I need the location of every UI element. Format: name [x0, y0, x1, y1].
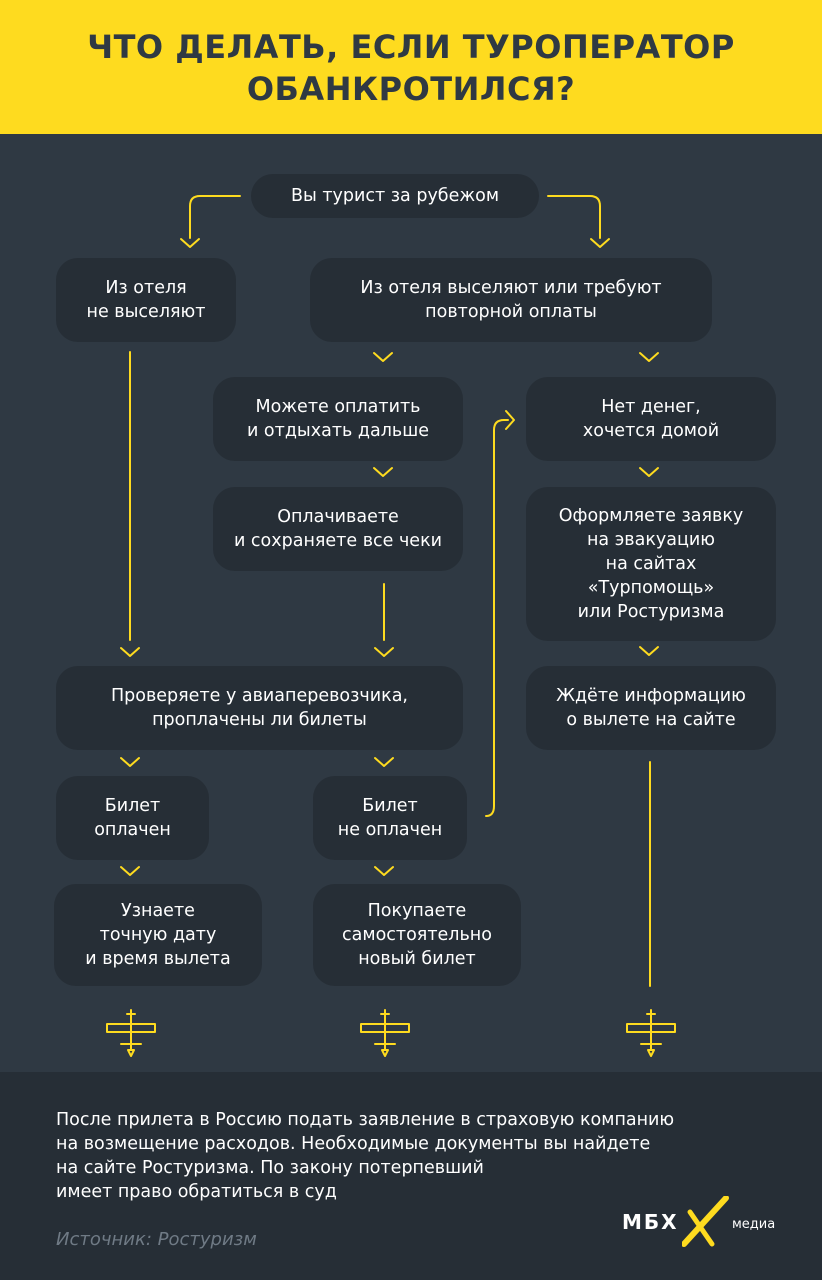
logo-text: МБХ	[622, 1210, 679, 1234]
arrow-head	[373, 467, 393, 477]
mbx-logo: МБХ медиа	[622, 1196, 782, 1252]
node-pay-keep-receipts: Оплачиваете и сохраняете все чеки	[213, 487, 463, 571]
plane-icon	[360, 1009, 410, 1057]
arrow-head	[120, 757, 140, 767]
node-ticket-paid: Билет оплачен	[56, 776, 209, 860]
arrow-head	[374, 647, 394, 657]
footer: После прилета в Россию подать заявление …	[0, 1072, 822, 1280]
logo-subtext: медиа	[732, 1217, 776, 1232]
node-not-evicted: Из отеля не выселяют	[56, 258, 236, 342]
page-title: ЧТО ДЕЛАТЬ, ЕСЛИ ТУРОПЕРАТОР ОБАНКРОТИЛС…	[87, 28, 735, 108]
node-evacuation-request: Оформляете заявку на эвакуацию на сайтах…	[526, 487, 776, 641]
flowchart: Вы турист за рубежом Из отеля не выселяю…	[0, 134, 822, 1072]
arrow-head	[373, 352, 393, 362]
plane-icon	[106, 1009, 156, 1057]
node-evicted: Из отеля выселяют или требуют повторной …	[310, 258, 712, 342]
arrow-head	[374, 757, 394, 767]
source-label: Источник: Ростуризм	[56, 1229, 257, 1250]
node-wait-info: Ждёте информацию о вылете на сайте	[526, 666, 776, 750]
node-no-money: Нет денег, хочется домой	[526, 377, 776, 461]
arrow-head	[590, 238, 610, 248]
arrow-head	[639, 646, 659, 656]
connector-unpaid-nomoney	[485, 419, 509, 817]
flow-connectors	[106, 195, 676, 1057]
connector-start-right	[547, 195, 601, 239]
arrow-head	[639, 352, 659, 362]
logo-x-icon	[682, 1196, 729, 1247]
arrow-head	[120, 866, 140, 876]
arrow-head	[374, 866, 394, 876]
connector-start-left	[189, 195, 241, 239]
header-banner: ЧТО ДЕЛАТЬ, ЕСЛИ ТУРОПЕРАТОР ОБАНКРОТИЛС…	[0, 0, 822, 134]
node-start: Вы турист за рубежом	[251, 174, 539, 218]
node-buy-ticket: Покупаете самостоятельно новый билет	[313, 884, 521, 986]
arrow-head	[505, 410, 515, 430]
arrow-head	[180, 238, 200, 248]
footer-note: После прилета в Россию подать заявление …	[56, 1110, 675, 1202]
plane-icon	[626, 1009, 676, 1057]
node-check-airline: Проверяете у авиаперевозчика, проплачены…	[56, 666, 463, 750]
node-can-pay: Можете оплатить и отдыхать дальше	[213, 377, 463, 461]
node-ticket-unpaid: Билет не оплачен	[313, 776, 467, 860]
node-learn-date: Узнаете точную дату и время вылета	[54, 884, 262, 986]
arrow-head	[639, 467, 659, 477]
arrow-head	[120, 647, 140, 657]
